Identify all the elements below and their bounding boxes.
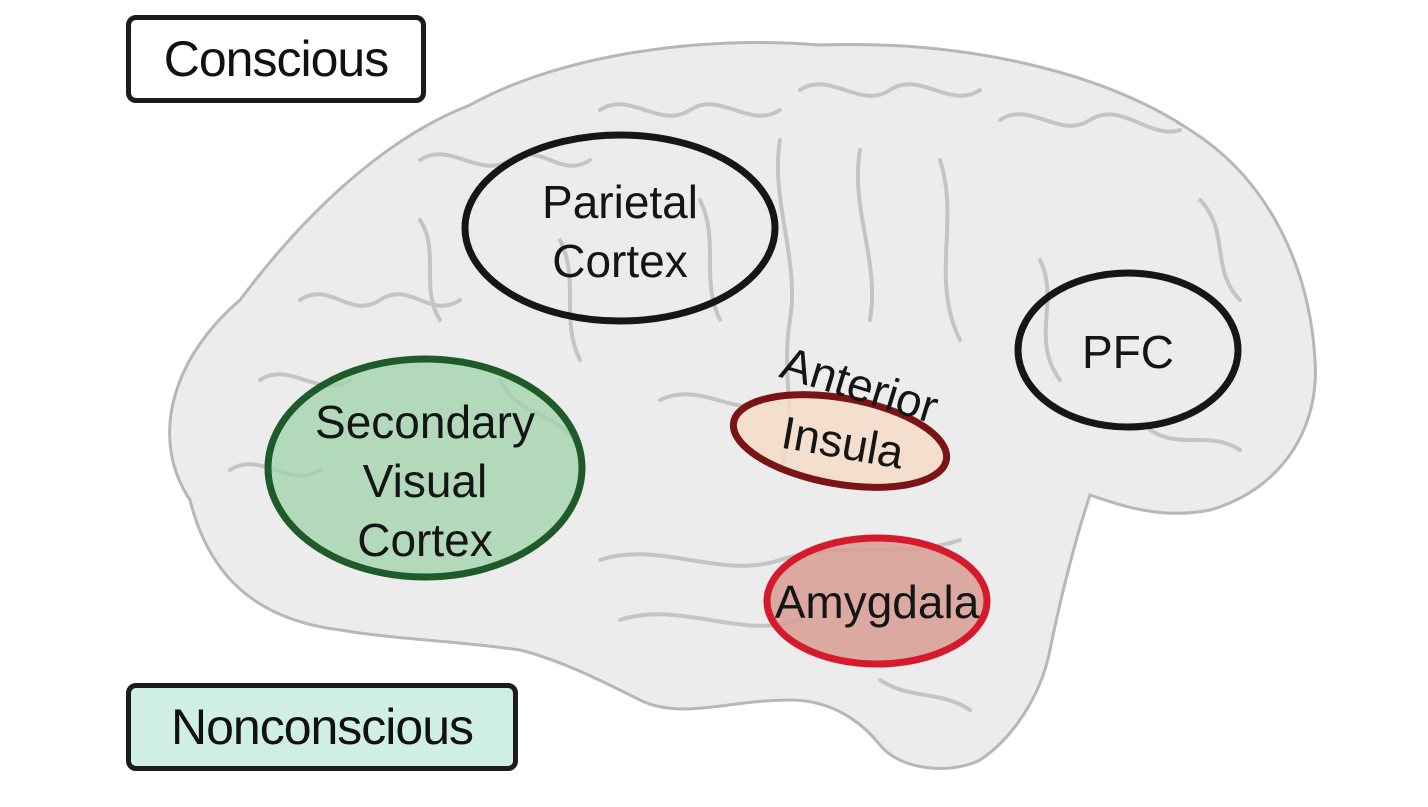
region-amygdala: Amygdala — [767, 538, 987, 664]
legend-nonconscious: Nonconscious — [126, 683, 518, 771]
pfc-label: PFC — [1082, 326, 1174, 378]
parietal-cortex-label-line2: Cortex — [552, 235, 687, 287]
secondary-visual-cortex-label-line2: Visual — [363, 455, 487, 507]
legend-nonconscious-label: Nonconscious — [171, 702, 473, 752]
secondary-visual-cortex-label-line1: Secondary — [315, 396, 535, 448]
parietal-cortex-label-line1: Parietal — [542, 176, 698, 228]
secondary-visual-cortex-label-line3: Cortex — [357, 514, 492, 566]
legend-conscious: Conscious — [126, 15, 426, 103]
legend-conscious-label: Conscious — [164, 34, 388, 84]
region-secondary-visual-cortex: Secondary Visual Cortex — [268, 359, 582, 577]
amygdala-label: Amygdala — [775, 576, 980, 628]
